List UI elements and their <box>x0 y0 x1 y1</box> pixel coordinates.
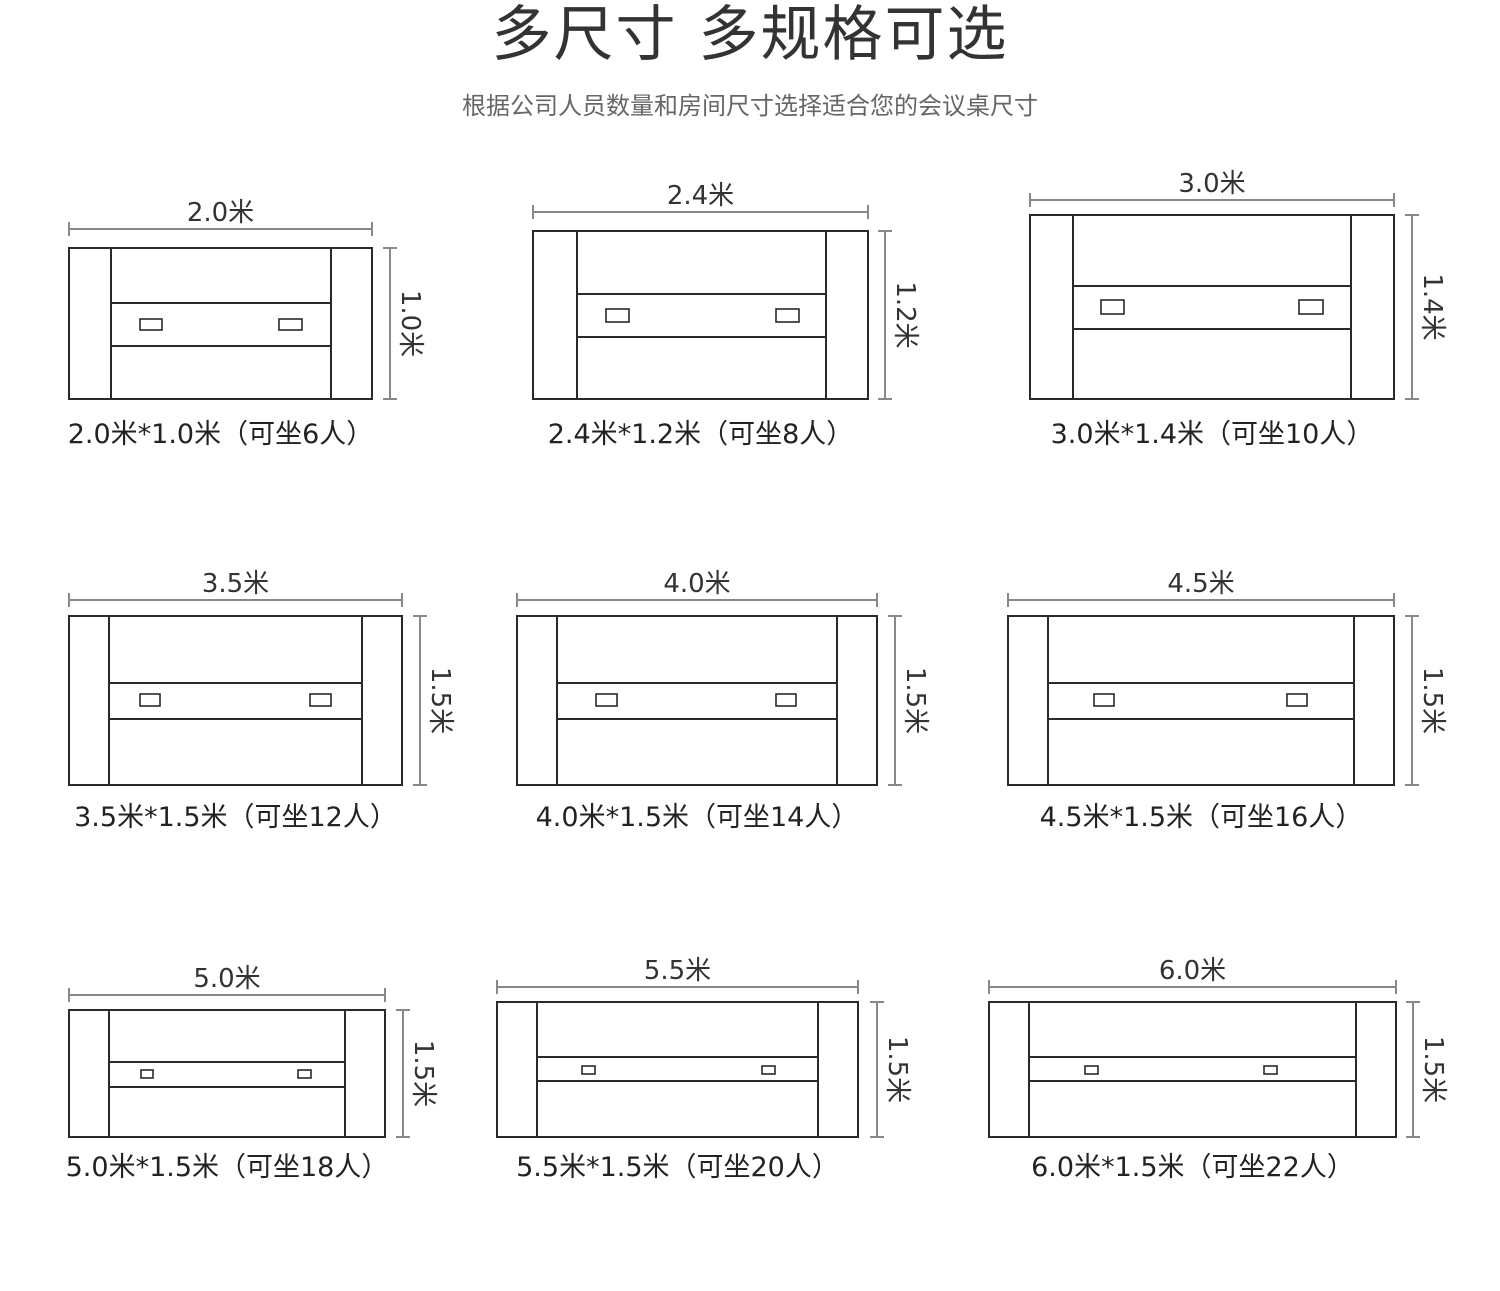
length-label: 3.5米 <box>202 569 269 599</box>
size-caption: 2.0米*1.0米（可坐6人） <box>68 419 374 450</box>
power-outlet-icon <box>1298 299 1324 315</box>
power-outlet-icon <box>139 693 161 707</box>
power-outlet-icon <box>761 1065 776 1075</box>
table-outline <box>516 615 878 786</box>
power-outlet-icon <box>775 308 800 323</box>
table-outline <box>1007 615 1395 786</box>
width-label: 1.5米 <box>900 667 930 734</box>
power-outlet-icon <box>278 318 303 331</box>
power-outlet-icon <box>1084 1065 1099 1075</box>
table-outline <box>988 1001 1397 1138</box>
power-outlet-icon <box>139 318 163 331</box>
size-caption: 5.5米*1.5米（可坐20人） <box>516 1152 839 1183</box>
power-outlet-icon <box>605 308 630 323</box>
table-outline <box>496 1001 859 1138</box>
size-caption: 3.0米*1.4米（可坐10人） <box>1051 419 1374 450</box>
page-title: 多尺寸 多规格可选 <box>491 0 1009 70</box>
table-outline <box>532 230 869 400</box>
power-outlet-icon <box>140 1069 154 1079</box>
length-label: 4.5米 <box>1167 569 1234 599</box>
size-caption: 4.5米*1.5米（可坐16人） <box>1040 802 1363 833</box>
size-caption: 2.4米*1.2米（可坐8人） <box>548 419 854 450</box>
size-caption: 3.5米*1.5米（可坐12人） <box>74 802 397 833</box>
table-outline <box>1029 214 1395 400</box>
table-diagram: 5.0米 1.5米 5.0米*1.5米（可坐18人） <box>66 964 438 1183</box>
width-label: 1.4米 <box>1417 273 1447 340</box>
length-label: 5.0米 <box>193 964 260 994</box>
power-outlet-icon <box>297 1069 312 1079</box>
length-label: 4.0米 <box>663 569 730 599</box>
table-diagram: 2.0米 1.0米 2.0米*1.0米（可坐6人） <box>68 198 425 450</box>
width-label: 1.2米 <box>890 281 920 348</box>
table-diagram: 3.5米 1.5米 3.5米*1.5米（可坐12人） <box>68 569 455 833</box>
length-label: 3.0米 <box>1178 169 1245 199</box>
table-diagram: 5.5米 1.5米 5.5米*1.5米（可坐20人） <box>496 956 912 1183</box>
table-outline <box>68 615 403 786</box>
power-outlet-icon <box>595 693 618 707</box>
width-label: 1.5米 <box>408 1040 438 1107</box>
table-diagram: 2.4米 1.2米 2.4米*1.2米（可坐8人） <box>532 181 920 450</box>
width-label: 1.5米 <box>882 1036 912 1103</box>
table-diagram: 4.5米 1.5米 4.5米*1.5米（可坐16人） <box>1007 569 1447 833</box>
power-outlet-icon <box>1100 299 1125 315</box>
power-outlet-icon <box>1286 693 1308 707</box>
table-outline <box>68 247 373 400</box>
length-label: 5.5米 <box>644 956 711 986</box>
power-outlet-icon <box>309 693 332 707</box>
table-diagram: 6.0米 1.5米 6.0米*1.5米（可坐22人） <box>988 956 1448 1183</box>
width-label: 1.5米 <box>1418 1036 1448 1103</box>
size-caption: 4.0米*1.5米（可坐14人） <box>536 802 859 833</box>
table-outline <box>68 1009 386 1138</box>
power-outlet-icon <box>1263 1065 1278 1075</box>
table-diagram: 3.0米 1.4米 3.0米*1.4米（可坐10人） <box>1029 169 1447 450</box>
power-outlet-icon <box>1093 693 1115 707</box>
power-outlet-icon <box>775 693 797 707</box>
width-label: 1.5米 <box>425 667 455 734</box>
length-label: 2.0米 <box>187 198 254 228</box>
power-outlet-icon <box>581 1065 596 1075</box>
width-label: 1.5米 <box>1417 667 1447 734</box>
length-label: 2.4米 <box>667 181 734 211</box>
length-label: 6.0米 <box>1159 956 1226 986</box>
width-label: 1.0米 <box>395 290 425 357</box>
size-caption: 5.0米*1.5米（可坐18人） <box>66 1152 389 1183</box>
size-caption: 6.0米*1.5米（可坐22人） <box>1031 1152 1354 1183</box>
page-subtitle: 根据公司人员数量和房间尺寸选择适合您的会议桌尺寸 <box>462 92 1038 120</box>
table-diagram: 4.0米 1.5米 4.0米*1.5米（可坐14人） <box>516 569 930 833</box>
